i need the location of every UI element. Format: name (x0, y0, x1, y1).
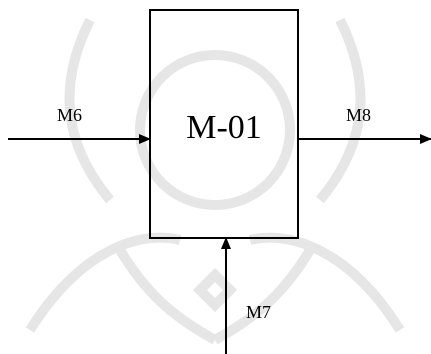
stream-label-m6: M6 (57, 105, 82, 125)
stream-label-m8: M8 (346, 105, 371, 125)
unit-label: M-01 (186, 109, 262, 146)
watermark-emblem (25, 17, 405, 345)
stream-label-m7: M7 (246, 302, 271, 322)
